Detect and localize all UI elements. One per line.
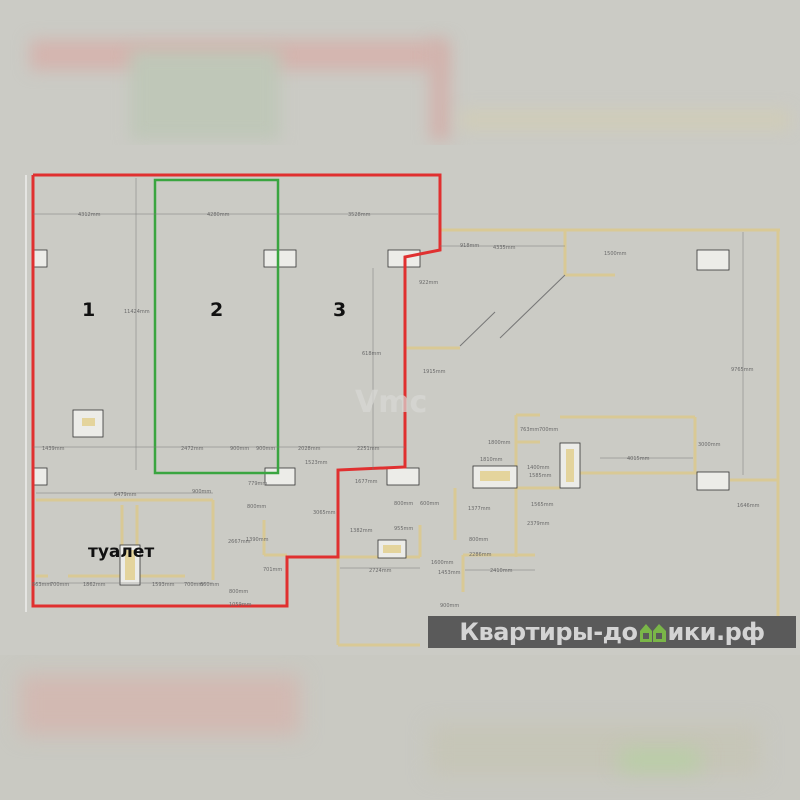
dim-label: 2379mm <box>527 521 550 527</box>
dim-label: 2251mm <box>357 446 380 452</box>
dim-label: 1400mm <box>527 465 550 471</box>
banner-text-left: Квартиры-до <box>459 618 638 646</box>
dim-label: 6479mm <box>114 492 137 498</box>
dim-label: 763mm <box>520 427 539 433</box>
walls <box>36 228 780 647</box>
blurred-background-bottom <box>0 655 800 800</box>
dim-label: 1862mm <box>83 582 106 588</box>
watermark-banner: Квартиры-до ики.рф <box>428 616 796 648</box>
dim-label: 800mm <box>394 501 413 507</box>
dim-label: 2028mm <box>298 446 321 452</box>
dim-label: 779mm <box>248 481 267 487</box>
stairs <box>82 418 574 580</box>
room-2-label: 2 <box>210 299 223 321</box>
room-1-label: 1 <box>82 299 95 321</box>
dim-label: 700mm <box>184 582 203 588</box>
dim-label: 2667mm <box>228 539 251 545</box>
dim-label: 4312mm <box>78 212 101 218</box>
dim-label: 618mm <box>362 351 381 357</box>
dim-label: 4335mm <box>493 245 516 251</box>
dim-label: 1810mm <box>480 457 503 463</box>
dim-label: 1377mm <box>468 506 491 512</box>
dim-label: 600mm <box>420 501 439 507</box>
dim-label: 922mm <box>419 280 438 286</box>
dim-label: 2472mm <box>181 446 204 452</box>
banner-text-right: ики.рф <box>667 618 766 646</box>
toilet-label: туалет <box>88 542 154 562</box>
dim-label: 1800mm <box>488 440 511 446</box>
apartment-outline-red <box>31 173 442 608</box>
blurred-background-top <box>0 0 800 145</box>
dim-label: 3528mm <box>348 212 371 218</box>
watermark: Vmc <box>355 385 427 420</box>
dim-label: 700mm <box>539 427 558 433</box>
dim-label: 4015mm <box>627 456 650 462</box>
dim-label: 1382mm <box>350 528 373 534</box>
dim-label: 11424mm <box>124 309 150 315</box>
dim-label: 1500mm <box>604 251 627 257</box>
dim-label: 900mm <box>440 603 459 609</box>
house-icon <box>639 621 667 643</box>
dim-label: 1915mm <box>423 369 446 375</box>
dim-label: 800mm <box>229 589 248 595</box>
dim-label: 2286mm <box>469 552 492 558</box>
dim-label: 2724mm <box>369 568 392 574</box>
dim-label: 800mm <box>469 537 488 543</box>
dim-label: 1677mm <box>355 479 378 485</box>
dim-label: 1390mm <box>246 537 269 543</box>
dim-label: 1439mm <box>42 446 65 452</box>
dim-label: 2410mm <box>490 568 513 574</box>
dim-label: 900mm <box>230 446 249 452</box>
dim-label: 701mm <box>263 567 282 573</box>
dim-label: 1059mm <box>229 602 252 608</box>
dim-label: 660mm <box>200 582 219 588</box>
dim-label: 3000mm <box>698 442 721 448</box>
dim-label: 1585mm <box>529 473 552 479</box>
room-2-outline-green <box>153 178 280 475</box>
dim-label: 4280mm <box>207 212 230 218</box>
dim-label: 1565mm <box>531 502 554 508</box>
dim-label: 700mm <box>50 582 69 588</box>
dim-label: 863mm <box>32 582 51 588</box>
dimension-lines <box>33 178 744 584</box>
dim-label: 900mm <box>192 489 211 495</box>
dim-label: 1600mm <box>431 560 454 566</box>
dim-label: 800mm <box>247 504 266 510</box>
dimension-labels: 4312mm 4280mm 3528mm 11424mm 618mm 922mm… <box>32 212 760 609</box>
dim-label: 955mm <box>394 526 413 532</box>
dim-label: 1646mm <box>737 503 760 509</box>
dim-label: 918mm <box>460 243 479 249</box>
dim-label: 9765mm <box>731 367 754 373</box>
dim-label: 1453mm <box>438 570 461 576</box>
dim-label: 900mm <box>256 446 275 452</box>
dim-label: 1523mm <box>305 460 328 466</box>
room-3-label: 3 <box>333 299 346 321</box>
diagonal-wall <box>459 274 566 347</box>
dim-label: 1593mm <box>152 582 175 588</box>
dim-label: 3065mm <box>313 510 336 516</box>
